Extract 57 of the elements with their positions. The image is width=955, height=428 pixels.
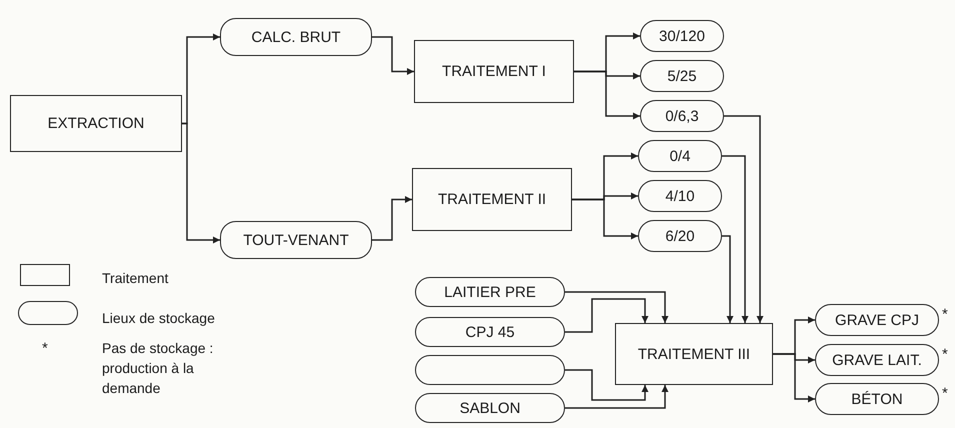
legend-text: Pas de stockage : production à la demande — [102, 339, 214, 398]
node-label: TOUT-VENANT — [243, 232, 349, 248]
arrow — [572, 198, 638, 240]
storage-pill — [415, 393, 565, 423]
arrow — [372, 36, 414, 75]
arrow — [182, 122, 220, 244]
storage-pill — [815, 304, 939, 336]
node-label: 0/4 — [670, 148, 690, 164]
node-label: 6/20 — [665, 228, 695, 244]
storage-pill — [815, 344, 939, 376]
storage-pill — [640, 60, 724, 92]
process-box — [412, 168, 572, 231]
storage-pill — [815, 383, 939, 415]
node-label: TRAITEMENT II — [438, 191, 546, 208]
storage-pill — [638, 140, 722, 172]
node-label: 4/10 — [665, 188, 695, 204]
storage-pill — [638, 220, 722, 252]
node-label: LAITIER PRE — [444, 284, 536, 300]
storage-pill — [220, 18, 372, 56]
arrow — [565, 369, 648, 401]
node-label: GRAVE CPJ — [835, 312, 919, 328]
legend-text: Traitement — [102, 269, 170, 288]
node-label: CALC. BRUT — [251, 28, 341, 46]
storage-pill — [415, 277, 565, 307]
arrow — [574, 70, 640, 120]
arrow — [722, 235, 734, 323]
legend-text: Lieux de stockage — [102, 309, 216, 328]
process-box — [10, 95, 182, 152]
arrow — [565, 385, 668, 409]
storage-pill — [638, 180, 722, 212]
node-label: GRAVE LAIT. — [832, 352, 922, 368]
node-label: TRAITEMENT I — [442, 63, 546, 80]
node-label: TRAITEMENT III — [638, 346, 750, 362]
storage-pill — [640, 100, 724, 132]
arrow — [773, 353, 815, 402]
footnote-mark: * — [42, 340, 48, 357]
storage-pill — [415, 317, 565, 347]
storage-pill — [640, 20, 724, 52]
node-label: SABLON — [460, 400, 520, 416]
storage-pill — [220, 221, 372, 259]
node-label: 30/120 — [659, 28, 705, 44]
node-label: 5/25 — [667, 68, 697, 84]
node-label: EXTRACTION — [48, 115, 144, 132]
footnote-mark: * — [942, 306, 948, 323]
node-label: CPJ 45 — [465, 324, 515, 340]
arrow — [722, 155, 748, 323]
footnote-mark: * — [942, 385, 948, 402]
footnote-mark: * — [942, 346, 948, 363]
arrow — [565, 298, 648, 333]
arrow — [372, 196, 412, 241]
process-box — [414, 40, 574, 103]
node-label: 0/6,3 — [665, 108, 699, 124]
arrow — [565, 291, 668, 323]
storage-pill — [415, 355, 565, 385]
arrow — [724, 115, 764, 323]
node-label: BÉTON — [851, 390, 903, 408]
process-box — [615, 323, 773, 385]
